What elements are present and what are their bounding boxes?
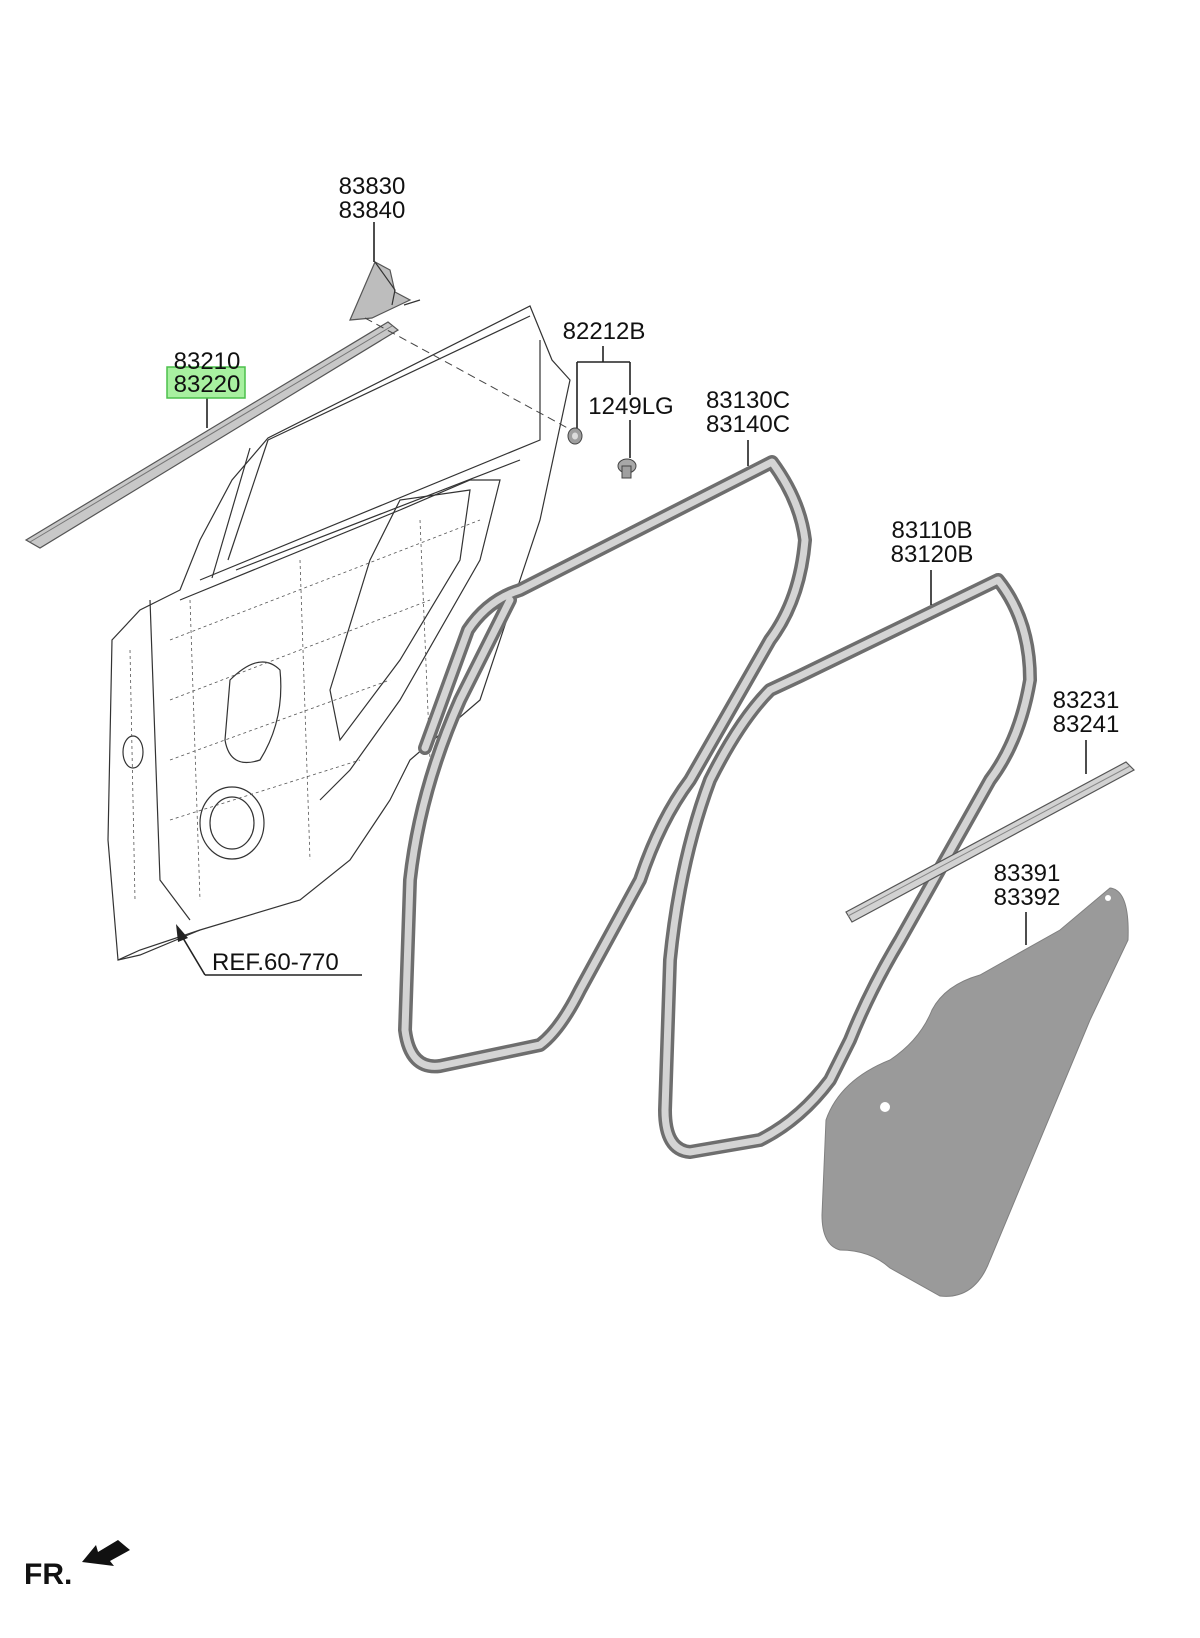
label-83241[interactable]: 83241 xyxy=(1053,711,1120,738)
weatherstrip-body-side xyxy=(398,455,812,1074)
label-83140c[interactable]: 83140C xyxy=(706,411,790,438)
label-83120b[interactable]: 83120B xyxy=(891,541,974,568)
label-83210[interactable]: 83210 xyxy=(174,348,241,375)
delta-molding-part xyxy=(349,261,421,321)
label-fr: FR. xyxy=(24,1558,72,1591)
label-82212b[interactable]: 82212B xyxy=(563,318,646,345)
label-83130c[interactable]: 83130C xyxy=(706,387,790,414)
door-sealing-cover xyxy=(821,887,1129,1297)
label-ref[interactable]: REF.60-770 xyxy=(212,949,339,976)
sheet-hole xyxy=(880,1102,890,1112)
label-83840[interactable]: 83840 xyxy=(339,197,406,224)
sheet-hole xyxy=(1105,895,1111,901)
label-83391[interactable]: 83391 xyxy=(994,860,1061,887)
door-panel xyxy=(107,305,571,961)
highlight-box-83220[interactable] xyxy=(166,366,246,399)
weatherstrip-door-side xyxy=(658,573,1037,1159)
label-83231[interactable]: 83231 xyxy=(1053,687,1120,714)
label-83220[interactable]: 83220 xyxy=(174,371,241,398)
fastener-1249lg xyxy=(617,458,637,479)
label-83830[interactable]: 83830 xyxy=(339,173,406,200)
ref-arrowhead-icon xyxy=(176,924,188,942)
belt-molding-outer xyxy=(24,321,400,549)
leader-lines xyxy=(176,222,1087,976)
alignment-line xyxy=(364,317,576,433)
front-indicator: FR. xyxy=(24,1540,130,1591)
belt-weatherstrip-inner xyxy=(845,761,1135,923)
arrow-front-icon xyxy=(82,1540,130,1566)
fastener-82212b xyxy=(567,427,583,445)
label-83110b[interactable]: 83110B xyxy=(892,517,973,544)
label-83392[interactable]: 83392 xyxy=(994,884,1061,911)
label-1249lg[interactable]: 1249LG xyxy=(588,393,673,420)
